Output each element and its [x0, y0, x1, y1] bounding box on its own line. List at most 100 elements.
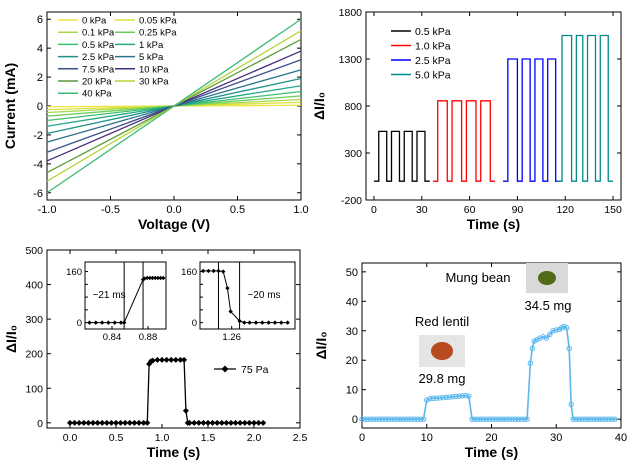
data-point — [371, 416, 377, 422]
x-tick-label: 0 — [359, 432, 365, 444]
y-tick-label: 100 — [25, 383, 43, 395]
data-point — [99, 419, 106, 426]
x-tick-label: 0.5 — [230, 204, 245, 216]
inset-data-point — [153, 275, 158, 281]
data-point — [149, 357, 156, 364]
data-point — [443, 394, 449, 401]
data-point — [191, 419, 198, 426]
y-tick-label: -6 — [33, 188, 43, 200]
y-tick-label: 1800 — [339, 7, 363, 19]
inset-data-point — [253, 320, 259, 325]
annotation-label: Mung bean — [445, 270, 510, 285]
x-tick-label: 0.5 — [109, 432, 124, 444]
inset-data-point — [242, 320, 247, 325]
legend-label: 30 kPa — [139, 77, 169, 88]
data-point — [94, 419, 101, 426]
x-tick-label: 120 — [556, 204, 574, 216]
data-point — [504, 416, 510, 422]
data-point — [122, 419, 129, 426]
data-point — [547, 331, 553, 338]
data-point — [108, 419, 115, 426]
inset-data-point — [221, 269, 226, 274]
data-point — [568, 401, 574, 408]
inset-data-point — [272, 320, 278, 325]
data-point — [430, 395, 436, 402]
data-point — [603, 416, 609, 422]
inset-data-point — [158, 275, 163, 281]
data-point — [218, 419, 225, 426]
inset-data-point — [285, 320, 290, 325]
data-point — [456, 393, 462, 399]
data-point — [409, 416, 415, 422]
inset-x-tick-label: 0.84 — [103, 332, 122, 343]
data-point — [359, 416, 365, 422]
data-point — [414, 416, 421, 422]
data-point — [462, 392, 469, 399]
y-tick-label: 1300 — [339, 54, 363, 66]
y-tick-label: 0 — [352, 414, 358, 426]
legend-label: 0.5 kPa — [82, 40, 115, 51]
data-point — [373, 416, 380, 422]
data-point — [446, 394, 453, 400]
data-point — [172, 356, 179, 363]
annotation-mass: 34.5 mg — [525, 298, 572, 313]
inset-frame — [199, 261, 296, 330]
x-tick-label: 20 — [485, 432, 497, 444]
inset-data-point — [279, 320, 284, 325]
data-point — [529, 345, 535, 352]
inset-data-point — [150, 275, 155, 281]
data-point — [553, 327, 559, 333]
x-axis-label: Voltage (V) — [138, 216, 210, 232]
data-point — [136, 419, 142, 426]
data-point — [260, 419, 267, 426]
data-point — [394, 416, 400, 422]
response-trace — [362, 325, 618, 420]
y-tick-label: 4 — [37, 43, 43, 55]
x-tick-label: 1.0 — [155, 432, 170, 444]
data-point — [472, 416, 478, 422]
data-point — [113, 419, 119, 426]
data-point — [76, 419, 83, 426]
data-point — [195, 419, 202, 426]
data-point — [397, 416, 403, 422]
data-point — [507, 416, 513, 422]
inset-data-point — [144, 275, 150, 281]
data-point — [453, 393, 459, 400]
data-point — [67, 419, 73, 426]
data-point — [90, 419, 96, 426]
inset-data-point — [147, 275, 152, 281]
data-point — [365, 416, 371, 422]
data-point — [576, 416, 582, 422]
data-point — [406, 416, 412, 422]
red-lentil-photo — [431, 342, 453, 360]
legend-label: 7.5 kPa — [82, 64, 115, 75]
data-point — [177, 356, 184, 363]
data-point — [131, 419, 138, 426]
inset-data-point — [99, 320, 105, 325]
x-tick-label: 1.0 — [293, 204, 308, 216]
data-point — [591, 416, 597, 422]
data-point — [550, 328, 556, 334]
y-tick-label: 30 — [346, 326, 358, 338]
legend-marker — [221, 365, 229, 373]
data-point — [475, 416, 481, 422]
x-tick-label: 90 — [512, 204, 524, 216]
y-tick-label: 0 — [37, 418, 43, 430]
data-point — [154, 356, 161, 363]
x-tick-label: 60 — [464, 204, 476, 216]
data-point — [518, 416, 525, 422]
inset-frame — [84, 261, 167, 330]
inset-y-tick-label: 160 — [181, 267, 197, 278]
x-tick-label: 150 — [604, 204, 622, 216]
data-point — [524, 416, 530, 422]
data-point — [417, 416, 424, 422]
y-tick-label: 50 — [346, 267, 358, 279]
x-tick-label: 0.0 — [166, 204, 181, 216]
legend-label: 2.5 kPa — [415, 55, 451, 67]
data-point — [237, 419, 244, 426]
data-point — [495, 416, 501, 422]
inset-data-point — [112, 320, 117, 325]
data-point — [527, 360, 534, 366]
legend-label: 0.25 kPa — [139, 28, 177, 39]
data-point — [400, 416, 406, 422]
